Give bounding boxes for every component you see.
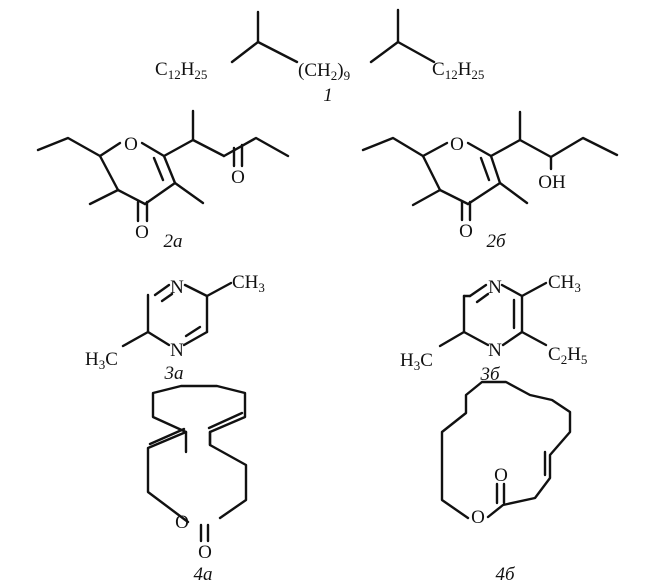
compound-4b-carbonyl-oxygen: O [494, 465, 508, 486]
compound-1-atom-left: C12H25 [155, 59, 207, 82]
compound-3b-methyl-left: H3C [400, 350, 433, 373]
compound-2a-bonds [36, 109, 290, 223]
compound-2a: O O O 2a [36, 109, 290, 252]
compound-1: C12H25 (CH2)9 C12H25 1 [155, 8, 484, 106]
compound-3b-bonds [438, 281, 548, 348]
compound-3b-n-top: N [488, 277, 502, 298]
compound-4a-carbonyl-oxygen: O [198, 542, 212, 563]
compound-1-bonds [230, 8, 436, 64]
compound-2b-label: 2б [486, 231, 507, 252]
compound-4b-label: 4б [495, 564, 516, 585]
compound-2b-hydroxyl: OH [538, 172, 566, 193]
compound-4b: O O 4б [440, 380, 572, 585]
compound-2a-ring-keto-oxygen: O [135, 222, 149, 243]
compound-4b-bonds [440, 380, 572, 520]
compound-3a-label: 3a [164, 363, 184, 384]
compound-3b-methyl-right: CH3 [548, 272, 581, 295]
compound-2b: O OH O 2б [361, 110, 619, 252]
compound-2b-ring-oxygen: O [450, 134, 464, 155]
compound-2a-ring-oxygen: O [124, 134, 138, 155]
compound-4a-bonds [146, 384, 248, 543]
compound-3b-n-bottom: N [488, 340, 502, 361]
compound-1-atom-mid: (CH2)9 [298, 60, 350, 83]
compound-2b-bonds [361, 110, 619, 222]
compound-3a-n-top: N [170, 277, 184, 298]
compound-2b-ring-keto-oxygen: O [459, 221, 473, 242]
compound-1-atom-right: C12H25 [432, 59, 484, 82]
compound-4b-ring-oxygen: O [471, 507, 485, 528]
compound-3a: N N CH3 H3C 3a [85, 272, 265, 384]
compound-3a-bonds [121, 281, 233, 348]
compound-3a-methyl-left: H3C [85, 349, 118, 372]
compound-2a-keto-oxygen: O [231, 167, 245, 188]
compound-1-label: 1 [323, 85, 333, 106]
compound-4a-ring-oxygen: O [175, 512, 189, 533]
compound-3a-methyl-right: CH3 [232, 272, 265, 295]
compound-2a-label: 2a [164, 231, 183, 252]
compound-3b: N N CH3 C2H5 H3C 3б [400, 272, 587, 385]
compound-3a-n-bottom: N [170, 340, 184, 361]
compound-4a: O O 4a [146, 384, 248, 585]
compound-3b-label: 3б [479, 364, 501, 385]
compound-3b-ethyl: C2H5 [548, 344, 587, 367]
compound-4a-label: 4a [194, 564, 213, 585]
